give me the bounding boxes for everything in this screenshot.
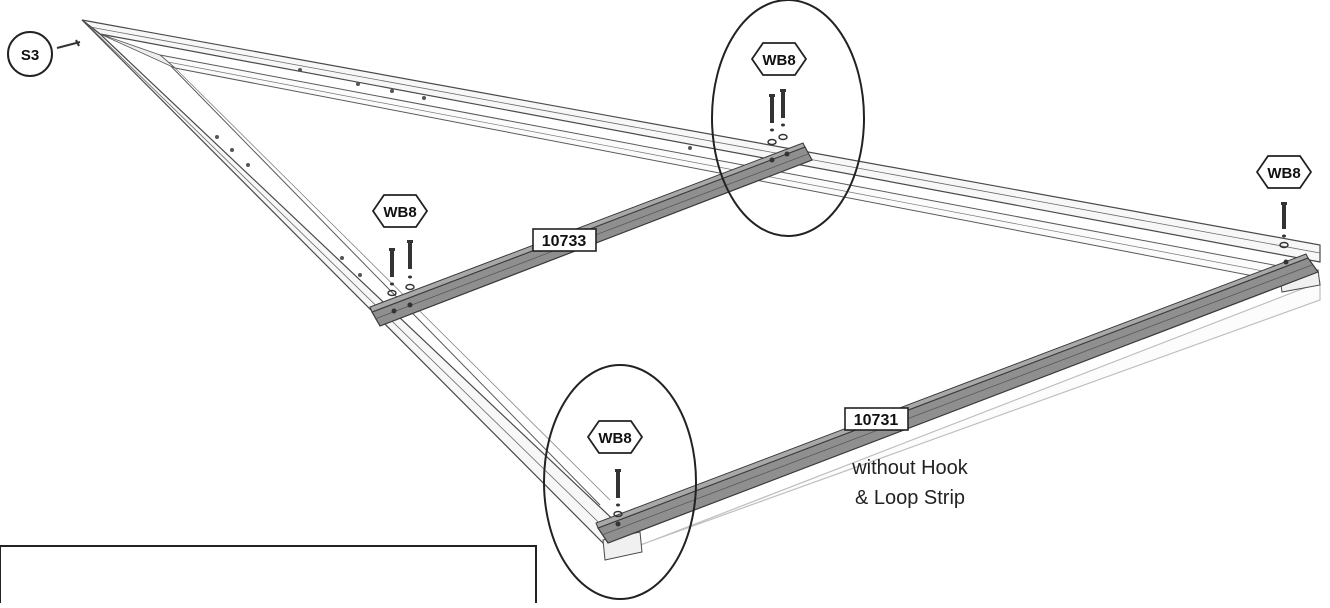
part-label-10733-text: 10733 xyxy=(542,233,587,250)
bolt-stack-bottom xyxy=(613,469,623,518)
frame-corner-gusset xyxy=(99,33,176,69)
brace-10733-hole-d xyxy=(784,151,790,157)
note-line-2: & Loop Strip xyxy=(855,487,965,509)
detail-ellipse-top xyxy=(711,0,865,237)
screw-icon xyxy=(56,39,81,49)
hex-callout-wb8-left-label: WB8 xyxy=(383,204,416,221)
part-label-10733: 10733 xyxy=(532,228,597,252)
callout-s3-label: S3 xyxy=(21,47,39,64)
callout-s3: S3 xyxy=(7,31,53,77)
hex-callout-wb8-top: WB8 xyxy=(750,42,808,76)
hex-callout-wb8-bottom: WB8 xyxy=(586,420,644,454)
part-label-10731-text: 10731 xyxy=(854,412,899,429)
bolt-stack-left xyxy=(387,240,415,297)
brace-10733-hole-a xyxy=(391,308,397,314)
brace-10733-hole-c xyxy=(769,157,775,163)
frame-top-rail-edge xyxy=(89,26,1321,254)
hex-callout-wb8-top-label: WB8 xyxy=(762,52,795,69)
frame-diagonal-edge xyxy=(89,26,628,551)
detail-ellipse-bottom xyxy=(543,364,697,600)
hex-callout-wb8-right-label: WB8 xyxy=(1267,165,1300,182)
brace-10731-hole-a xyxy=(615,521,621,527)
brace-10731-hole-b xyxy=(1283,259,1289,265)
brace-10731-groove xyxy=(601,264,1313,536)
note-line-1: without Hook xyxy=(851,457,969,479)
brace-10731-top xyxy=(595,253,1309,529)
triangle-frame xyxy=(81,19,1321,561)
part-label-10731: 10731 xyxy=(844,407,909,431)
brace-10733-hole-b xyxy=(407,302,413,308)
brace-10733-top xyxy=(369,142,806,313)
notes-box xyxy=(0,545,537,608)
carriage-bolt-icon xyxy=(767,94,777,146)
carriage-bolt-icon xyxy=(778,89,788,141)
carriage-bolt-icon xyxy=(387,248,397,297)
brace-10731 xyxy=(595,253,1319,544)
carriage-bolt-icon xyxy=(405,240,415,291)
bolt-stack-top xyxy=(767,89,788,146)
frame-bottom-rail xyxy=(614,281,1321,556)
carriage-bolt-icon xyxy=(613,469,623,518)
hex-callout-wb8-bottom-label: WB8 xyxy=(598,430,631,447)
frame-top-rail xyxy=(81,19,1321,263)
hex-callout-wb8-right: WB8 xyxy=(1255,155,1313,189)
frame-top-channel xyxy=(158,54,1301,286)
bolt-stack-right xyxy=(1279,202,1289,249)
carriage-bolt-icon xyxy=(1279,202,1289,249)
frame-diagonal-inner xyxy=(159,54,601,506)
hex-callout-wb8-left: WB8 xyxy=(371,194,429,228)
frame-holes xyxy=(215,68,692,277)
